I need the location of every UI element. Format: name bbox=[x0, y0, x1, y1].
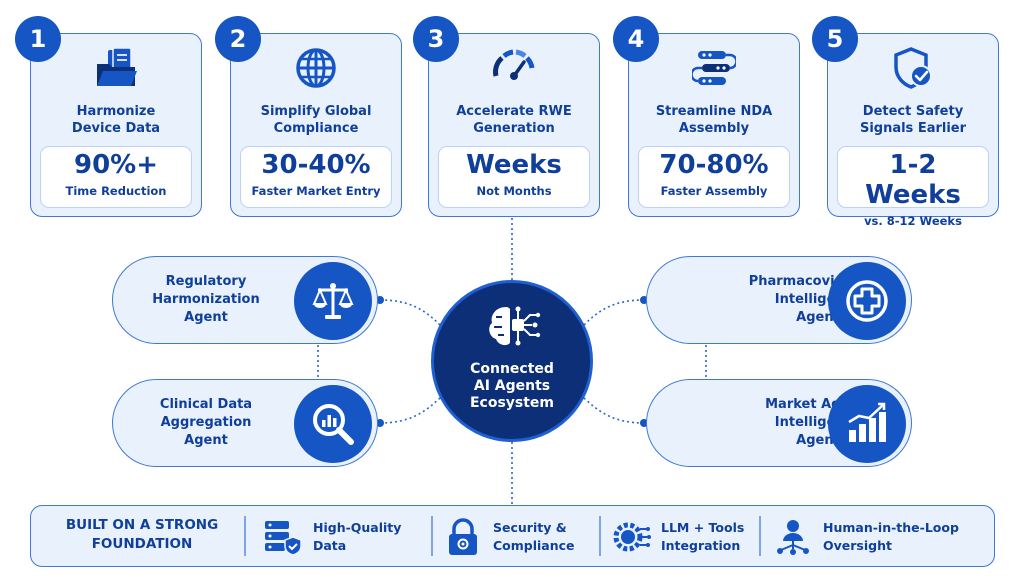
foundation-item-data: High-Quality Data bbox=[263, 514, 401, 560]
step-number: 3 bbox=[413, 16, 459, 62]
divider bbox=[759, 516, 761, 556]
database-shield-icon bbox=[265, 521, 302, 556]
agent-name-line: Clinical Data bbox=[159, 397, 253, 412]
foundation-item-llm: LLM + Tools Integration bbox=[611, 514, 744, 560]
bar-chart-growth-icon bbox=[848, 402, 886, 442]
foundation-item-oversight: Human-in-the-Loop Oversight bbox=[773, 514, 959, 560]
agent-name-line: Agent bbox=[184, 310, 228, 325]
card-title-line: Device Data bbox=[71, 121, 161, 136]
metric-box: 30-40% Faster Market Entry bbox=[240, 146, 392, 208]
globe-icon bbox=[296, 48, 336, 88]
connected-ai-agents-hub: Connected AI Agents Ecosystem bbox=[431, 280, 593, 442]
padlock-icon bbox=[449, 518, 477, 555]
card-title-line: Harmonize bbox=[76, 104, 156, 119]
foundation-item-label: Data bbox=[313, 538, 347, 553]
metric-box: 1-2 Weeks vs. 8-12 Weeks bbox=[837, 146, 989, 228]
step-number: 4 bbox=[613, 16, 659, 62]
card-title-line: Signals Earlier bbox=[859, 121, 967, 136]
step-number: 1 bbox=[15, 16, 61, 62]
metric-box: Weeks Not Months bbox=[438, 146, 590, 208]
foundation-item-label: Integration bbox=[661, 538, 741, 553]
metric-caption: Time Reduction bbox=[65, 184, 167, 198]
metric-value: 1-2 Weeks bbox=[865, 150, 961, 210]
hub-title-line: Ecosystem bbox=[469, 395, 555, 411]
foundation-item-label: Compliance bbox=[493, 538, 575, 553]
metric-caption: vs. 8-12 Weeks bbox=[864, 214, 962, 228]
agent-name-line: Regulatory bbox=[165, 274, 247, 289]
foundation-item-security: Security & Compliance bbox=[443, 514, 575, 560]
card-title-line: Compliance bbox=[273, 121, 359, 136]
market-access-intelligence-agent: Market Access Intelligence Agent bbox=[646, 379, 912, 467]
metric-caption: Faster Market Entry bbox=[251, 184, 381, 198]
foundation-item-label: LLM + Tools bbox=[661, 520, 745, 535]
benefit-card-3: 3 Accelerate RWE Generation Weeks Not Mo… bbox=[413, 16, 600, 217]
scales-icon bbox=[312, 283, 354, 319]
ai-brain-circuit-icon bbox=[489, 306, 541, 346]
hub-title-line: Connected bbox=[470, 361, 554, 377]
ai-gear-icon bbox=[613, 522, 651, 552]
divider bbox=[244, 516, 246, 556]
metric-box: 70-80% Faster Assembly bbox=[638, 146, 790, 208]
divider bbox=[599, 516, 601, 556]
metric-caption: Faster Assembly bbox=[660, 184, 768, 198]
medical-cross-icon bbox=[846, 280, 888, 322]
regulatory-harmonization-agent: Regulatory Harmonization Agent bbox=[112, 256, 378, 344]
step-number: 2 bbox=[215, 16, 261, 62]
foundation-title-line: FOUNDATION bbox=[91, 536, 193, 552]
metric-value: Weeks bbox=[466, 150, 562, 180]
benefit-card-1: 1 Harmonize Device Data 90%+ Time Reduct… bbox=[15, 16, 202, 217]
magnifier-chart-icon bbox=[313, 404, 354, 445]
metric-value: 70-80% bbox=[659, 150, 769, 180]
pipeline-flow-icon bbox=[692, 51, 736, 85]
foundation-title-line: BUILT ON A STRONG bbox=[65, 517, 219, 533]
foundation-item-label: Security & bbox=[493, 520, 567, 535]
card-title-line: Detect Safety bbox=[862, 104, 964, 119]
foundation-item-label: Oversight bbox=[823, 538, 892, 553]
card-title-line: Simplify Global bbox=[260, 104, 372, 119]
step-number: 5 bbox=[812, 16, 858, 62]
clinical-data-aggregation-agent: Clinical Data Aggregation Agent bbox=[112, 379, 378, 467]
folder-documents-icon bbox=[97, 47, 137, 86]
agent-name-line: Agent bbox=[184, 433, 228, 448]
hub-title-line: AI Agents bbox=[473, 378, 551, 394]
metric-value: 30-40% bbox=[261, 150, 371, 180]
metric-value: 90%+ bbox=[73, 150, 159, 180]
speedometer-icon bbox=[493, 49, 535, 80]
metric-box: 90%+ Time Reduction bbox=[40, 146, 192, 208]
foundation-item-label: High-Quality bbox=[313, 520, 402, 535]
card-title-line: Accelerate RWE bbox=[456, 104, 572, 119]
foundation-bar: BUILT ON A STRONG FOUNDATION High-Qualit… bbox=[30, 505, 995, 567]
card-title-line: Assembly bbox=[678, 121, 750, 136]
divider bbox=[431, 516, 433, 556]
metric-caption: Not Months bbox=[476, 184, 552, 198]
foundation-item-label: Human-in-the-Loop bbox=[823, 520, 959, 535]
pharmacovigilance-intelligence-agent: Pharmacovigilance Intelligence Agent bbox=[646, 256, 912, 344]
agent-name-line: Agent bbox=[796, 433, 840, 448]
benefit-card-5: 5 Detect Safety Signals Earlier 1-2 Week… bbox=[812, 16, 999, 228]
benefit-card-2: 2 Simplify Global Compliance 30-40% Fast… bbox=[215, 16, 402, 217]
card-title-line: Generation bbox=[473, 121, 555, 136]
agent-name-line: Agent bbox=[796, 310, 840, 325]
shield-check-icon bbox=[894, 47, 932, 89]
card-title-line: Streamline NDA bbox=[655, 104, 773, 119]
agent-name-line: Harmonization bbox=[152, 292, 260, 307]
person-network-icon bbox=[777, 520, 809, 555]
agent-name-line: Aggregation bbox=[160, 415, 252, 430]
benefit-card-4: 4 Streamline NDA Assembly 70-80% Faster … bbox=[613, 16, 800, 217]
